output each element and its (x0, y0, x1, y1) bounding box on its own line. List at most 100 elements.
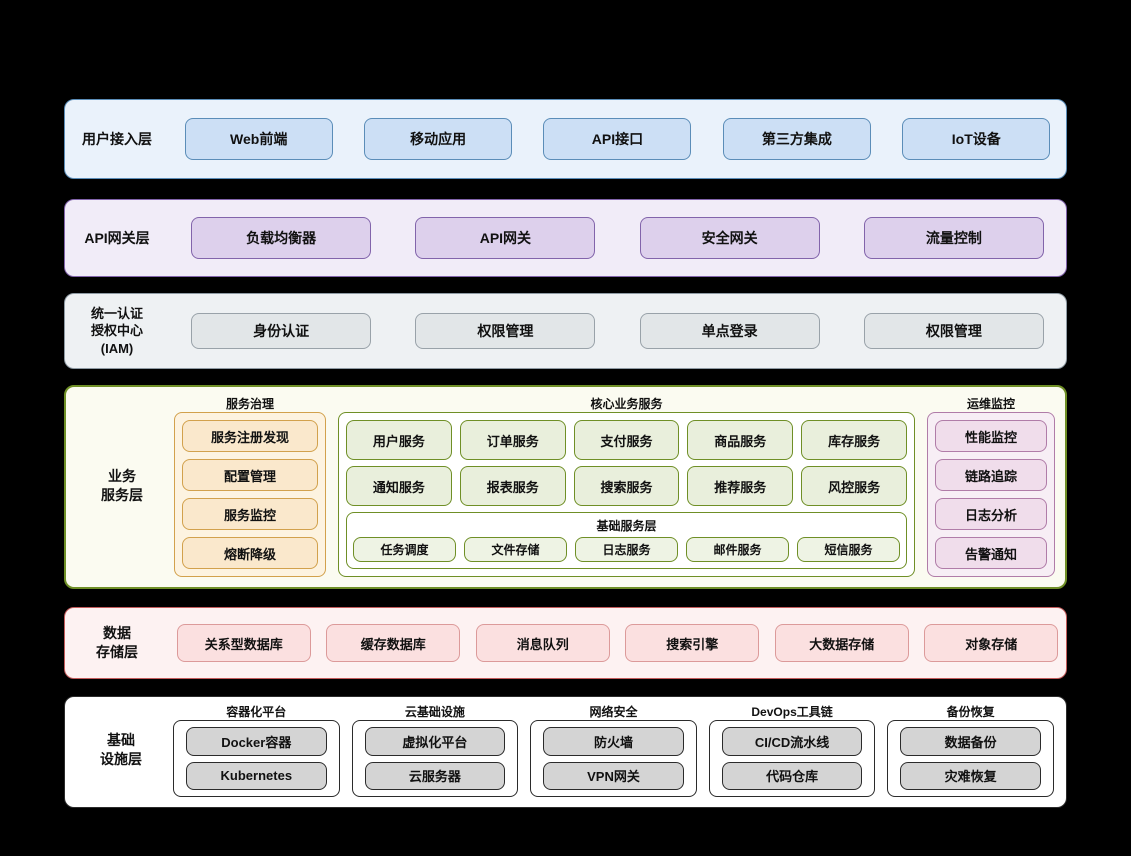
node-service-registry-discovery[interactable]: 服务注册发现 (182, 420, 318, 452)
layer-data-storage: 数据 存储层 关系型数据库 缓存数据库 消息队列 搜索引擎 大数据存储 对象存储 (64, 607, 1067, 679)
node-task-scheduling[interactable]: 任务调度 (353, 537, 456, 562)
group-caption-network-security: 网络安全 (589, 705, 638, 719)
node-user-service[interactable]: 用户服务 (346, 420, 452, 460)
group-core-business-services: 核心业务服务 用户服务 订单服务 支付服务 商品服务 库存服务 通知服务 报表服… (338, 395, 915, 577)
node-big-data-storage[interactable]: 大数据存储 (774, 624, 909, 662)
node-iot-device[interactable]: IoT设备 (902, 118, 1051, 160)
node-cicd-pipeline[interactable]: CI/CD流水线 (721, 727, 863, 756)
node-search-service[interactable]: 搜索服务 (573, 466, 680, 506)
group-caption-container-platform: 容器化平台 (226, 705, 287, 719)
node-list-user-access: Web前端 移动应用 API接口 第三方集成 IoT设备 (169, 118, 1066, 160)
node-notification-service[interactable]: 通知服务 (346, 466, 452, 506)
node-inventory-service[interactable]: 库存服务 (801, 420, 907, 460)
node-permission-management-2[interactable]: 权限管理 (863, 313, 1044, 349)
node-service-monitoring[interactable]: 服务监控 (182, 498, 318, 530)
node-api-gateway[interactable]: API网关 (415, 217, 596, 259)
node-docker-container[interactable]: Docker容器 (186, 727, 327, 756)
group-ops-monitoring: 运维监控 性能监控 链路追踪 日志分析 告警通知 (927, 395, 1055, 577)
core-services-row-2: 通知服务 报表服务 搜索服务 推荐服务 风控服务 (346, 466, 907, 506)
group-backup-recovery: 备份恢复 数据备份 灾难恢复 (887, 703, 1054, 797)
node-report-service[interactable]: 报表服务 (459, 466, 566, 506)
node-product-service[interactable]: 商品服务 (687, 420, 794, 460)
group-box-ops-monitoring: 性能监控 链路追踪 日志分析 告警通知 (927, 412, 1055, 577)
node-list-data-storage: 关系型数据库 缓存数据库 消息队列 搜索引擎 大数据存储 对象存储 (169, 624, 1066, 662)
group-box-cloud-infrastructure: 虚拟化平台 云服务器 (351, 720, 519, 797)
group-network-security: 网络安全 防火墙 VPN网关 (530, 703, 697, 797)
layer-title-data-storage: 数据 存储层 (96, 625, 138, 660)
layer-title-api-gateway: API网关层 (84, 229, 150, 246)
group-box-devops-toolchain: CI/CD流水线 代码仓库 (708, 720, 876, 797)
node-relational-database[interactable]: 关系型数据库 (176, 624, 311, 662)
node-web-frontend[interactable]: Web前端 (184, 118, 333, 160)
node-identity-authentication[interactable]: 身份认证 (191, 313, 372, 349)
node-firewall[interactable]: 防火墙 (543, 727, 684, 756)
node-log-service[interactable]: 日志服务 (575, 537, 678, 562)
node-config-management[interactable]: 配置管理 (182, 459, 318, 491)
group-box-network-security: 防火墙 VPN网关 (530, 720, 697, 797)
node-search-engine[interactable]: 搜索引擎 (625, 624, 760, 662)
architecture-diagram-canvas: 用户接入层 Web前端 移动应用 API接口 第三方集成 IoT设备 API网关… (0, 99, 1131, 856)
node-circuit-breaker-degradation[interactable]: 熔断降级 (182, 537, 318, 569)
group-box-container-platform: Docker容器 Kubernetes (173, 720, 340, 797)
node-permission-management[interactable]: 权限管理 (415, 313, 596, 349)
layer-title-business-services: 业务 服务层 (101, 468, 143, 503)
node-traffic-control[interactable]: 流量控制 (863, 217, 1044, 259)
node-performance-monitoring[interactable]: 性能监控 (935, 420, 1047, 452)
group-caption-backup-recovery: 备份恢复 (946, 705, 995, 719)
node-security-gateway[interactable]: 安全网关 (639, 217, 820, 259)
business-layer-columns: 服务治理 服务注册发现 配置管理 服务监控 熔断降级 核心业务服务 用户服务 订… (174, 395, 1055, 577)
group-caption-ops-monitoring: 运维监控 (966, 397, 1015, 411)
node-list-iam: 身份认证 权限管理 单点登录 权限管理 (169, 313, 1066, 349)
node-code-repository[interactable]: 代码仓库 (721, 761, 863, 790)
layer-infrastructure: 基础 设施层 容器化平台 Docker容器 Kubernetes 云基础设施 虚… (64, 696, 1067, 808)
node-list-api-gateway: 负载均衡器 API网关 安全网关 流量控制 (169, 217, 1066, 259)
group-box-core-business-services: 用户服务 订单服务 支付服务 商品服务 库存服务 通知服务 报表服务 搜索服务 … (338, 412, 915, 577)
layer-title-iam: 统一认证 授权中心 (IAM) (90, 305, 143, 356)
layer-title-user-access: 用户接入层 (82, 130, 152, 147)
node-cache-database[interactable]: 缓存数据库 (326, 624, 461, 662)
group-cloud-infrastructure: 云基础设施 虚拟化平台 云服务器 (351, 703, 519, 797)
group-box-backup-recovery: 数据备份 灾难恢复 (887, 720, 1054, 797)
node-data-backup[interactable]: 数据备份 (900, 727, 1041, 756)
group-caption-devops-toolchain: DevOps工具链 (751, 705, 833, 719)
node-risk-control-service[interactable]: 风控服务 (801, 466, 907, 506)
node-order-service[interactable]: 订单服务 (459, 420, 566, 460)
layer-iam: 统一认证 授权中心 (IAM) 身份认证 权限管理 单点登录 权限管理 (64, 293, 1067, 369)
core-services-row-1: 用户服务 订单服务 支付服务 商品服务 库存服务 (346, 420, 907, 460)
layer-api-gateway: API网关层 负载均衡器 API网关 安全网关 流量控制 (64, 199, 1067, 277)
node-message-queue[interactable]: 消息队列 (475, 624, 610, 662)
basic-services-row: 任务调度 文件存储 日志服务 邮件服务 短信服务 (353, 537, 900, 562)
node-virtualization-platform[interactable]: 虚拟化平台 (364, 727, 506, 756)
group-basic-services: 基础服务层 任务调度 文件存储 日志服务 邮件服务 短信服务 (346, 512, 907, 569)
group-service-governance: 服务治理 服务注册发现 配置管理 服务监控 熔断降级 (174, 395, 326, 577)
node-trace-tracking[interactable]: 链路追踪 (935, 459, 1047, 491)
node-log-analysis[interactable]: 日志分析 (935, 498, 1047, 530)
layer-business-services: 业务 服务层 服务治理 服务注册发现 配置管理 服务监控 熔断降级 核心业务服务… (64, 385, 1067, 589)
group-devops-toolchain: DevOps工具链 CI/CD流水线 代码仓库 (708, 703, 876, 797)
group-caption-basic-services: 基础服务层 (596, 519, 657, 533)
group-container-platform: 容器化平台 Docker容器 Kubernetes (173, 703, 340, 797)
node-sms-service[interactable]: 短信服务 (797, 537, 900, 562)
node-recommendation-service[interactable]: 推荐服务 (687, 466, 794, 506)
node-kubernetes[interactable]: Kubernetes (186, 761, 327, 790)
node-object-storage[interactable]: 对象存储 (924, 624, 1059, 662)
node-file-storage[interactable]: 文件存储 (464, 537, 567, 562)
node-cloud-server[interactable]: 云服务器 (364, 761, 506, 790)
node-vpn-gateway[interactable]: VPN网关 (543, 761, 684, 790)
node-email-service[interactable]: 邮件服务 (686, 537, 789, 562)
node-load-balancer[interactable]: 负载均衡器 (191, 217, 372, 259)
node-third-party-integration[interactable]: 第三方集成 (722, 118, 871, 160)
layer-title-infrastructure: 基础 设施层 (100, 732, 142, 767)
node-single-sign-on[interactable]: 单点登录 (639, 313, 820, 349)
node-mobile-app[interactable]: 移动应用 (364, 118, 513, 160)
layer-user-access: 用户接入层 Web前端 移动应用 API接口 第三方集成 IoT设备 (64, 99, 1067, 179)
node-disaster-recovery[interactable]: 灾难恢复 (900, 761, 1041, 790)
node-payment-service[interactable]: 支付服务 (573, 420, 680, 460)
group-caption-core-business-services: 核心业务服务 (590, 397, 663, 411)
infrastructure-columns: 容器化平台 Docker容器 Kubernetes 云基础设施 虚拟化平台 云服… (173, 703, 1054, 797)
group-caption-cloud-infrastructure: 云基础设施 (404, 705, 465, 719)
group-box-service-governance: 服务注册发现 配置管理 服务监控 熔断降级 (174, 412, 326, 577)
group-caption-service-governance: 服务治理 (225, 397, 274, 411)
node-alert-notification[interactable]: 告警通知 (935, 537, 1047, 569)
node-api-interface[interactable]: API接口 (543, 118, 692, 160)
